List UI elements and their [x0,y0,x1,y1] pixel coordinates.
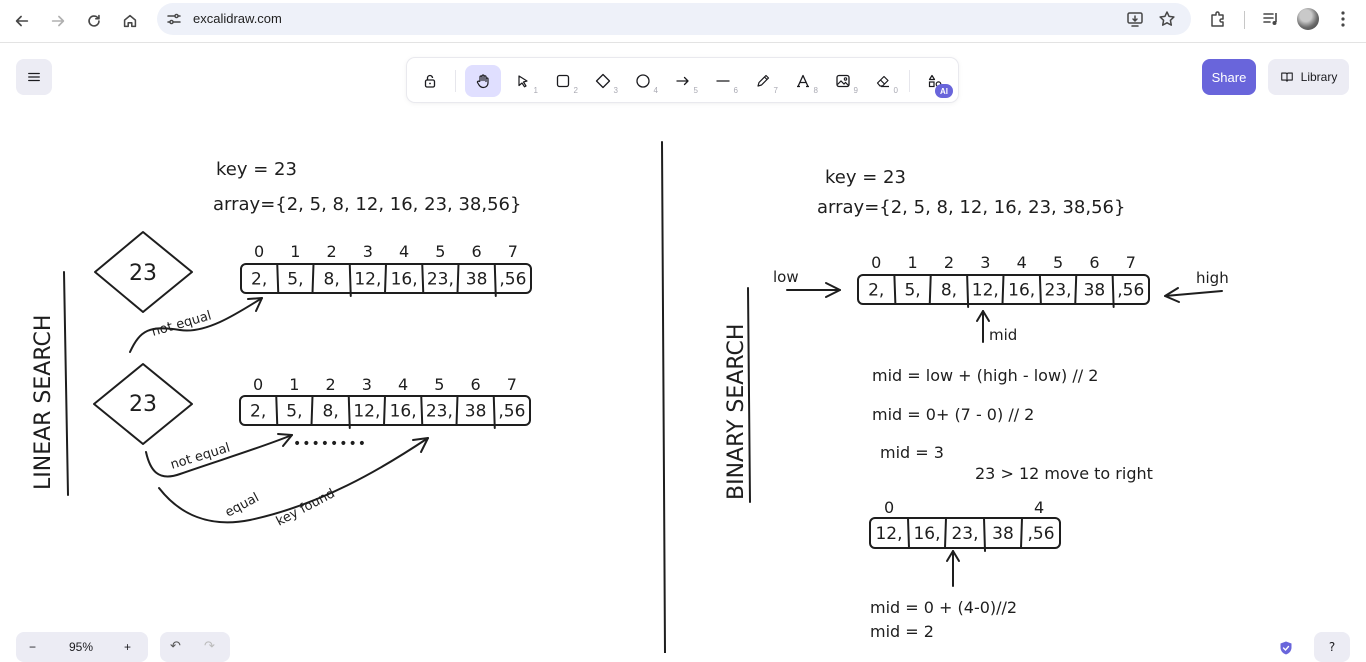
pointer-icon [518,75,528,88]
arrow-tool[interactable]: 5 [665,65,701,97]
shortcut-key: 1 [533,86,538,95]
shortcut-key: 3 [613,86,618,95]
help-button[interactable]: ? [1314,632,1350,662]
encryption-shield-icon[interactable] [1278,640,1294,656]
shortcut-key: 7 [773,86,778,95]
browser-toolbar: excalidraw.com [0,0,1366,43]
draw-tool[interactable]: 7 [745,65,781,97]
home-icon[interactable] [118,9,142,33]
hand-icon [476,74,489,89]
drawing-canvas[interactable] [0,43,1366,653]
lock-icon [424,74,436,88]
line-icon [716,80,730,82]
toolbar-separator [455,70,456,92]
toolbar-separator [909,70,910,92]
shortcut-key: 6 [733,86,738,95]
selection-tool[interactable]: 1 [505,65,541,97]
text-tool[interactable]: 8 [785,65,821,97]
hamburger-icon [28,72,40,82]
url-text[interactable]: excalidraw.com [193,11,282,26]
shapes-toolbar: 1 2 3 4 5 6 7 8 9 0 AI [407,58,958,102]
shortcut-key: 5 [693,86,698,95]
ai-badge: AI [935,84,953,98]
rectangle-tool[interactable]: 2 [545,65,581,97]
redo-icon[interactable]: ↷ [204,639,215,654]
site-settings-icon[interactable] [166,11,182,27]
shortcut-key: 9 [853,86,858,95]
lock-tool[interactable] [412,65,448,97]
media-control-icon[interactable] [1261,9,1283,31]
diamond-tool[interactable]: 3 [585,65,621,97]
bookmark-star-icon[interactable] [1157,9,1177,29]
main-menu-button[interactable] [16,59,52,95]
hand-tool[interactable] [465,65,501,97]
library-label: Library [1300,70,1338,84]
shortcut-key: 8 [813,86,818,95]
back-icon[interactable] [10,9,34,33]
forward-icon[interactable] [46,9,70,33]
undo-redo-controls: ↶ ↷ [160,632,230,662]
library-button[interactable]: Library [1268,59,1349,95]
book-icon [1280,72,1293,82]
shortcut-key: 2 [573,86,578,95]
reload-icon[interactable] [82,9,106,33]
zoom-out-button[interactable]: − [29,640,37,654]
image-icon [836,74,850,88]
shortcut-key: 0 [893,86,898,95]
image-tool[interactable]: 9 [825,65,861,97]
toolbar-divider [1244,11,1245,29]
text-icon [797,74,809,88]
rectangle-icon [556,74,570,88]
zoom-controls: − 95% + [16,632,148,662]
extensions-icon[interactable] [1208,9,1230,31]
more-menu-icon[interactable] [1333,9,1355,31]
eraser-icon [876,75,889,88]
address-bar[interactable]: excalidraw.com [157,3,1191,35]
zoom-level[interactable]: 95% [69,640,94,654]
diamond-icon [595,73,611,89]
ellipse-icon [636,74,650,88]
arrow-icon [676,76,689,86]
share-button[interactable]: Share [1202,59,1256,95]
eraser-tool[interactable]: 0 [865,65,901,97]
shortcut-key: 4 [653,86,658,95]
zoom-in-button[interactable]: + [124,640,132,654]
pencil-icon [757,74,770,87]
undo-icon[interactable]: ↶ [170,639,181,654]
ellipse-tool[interactable]: 4 [625,65,661,97]
profile-avatar[interactable] [1297,8,1319,30]
install-app-icon[interactable] [1125,9,1145,29]
line-tool[interactable]: 6 [705,65,741,97]
